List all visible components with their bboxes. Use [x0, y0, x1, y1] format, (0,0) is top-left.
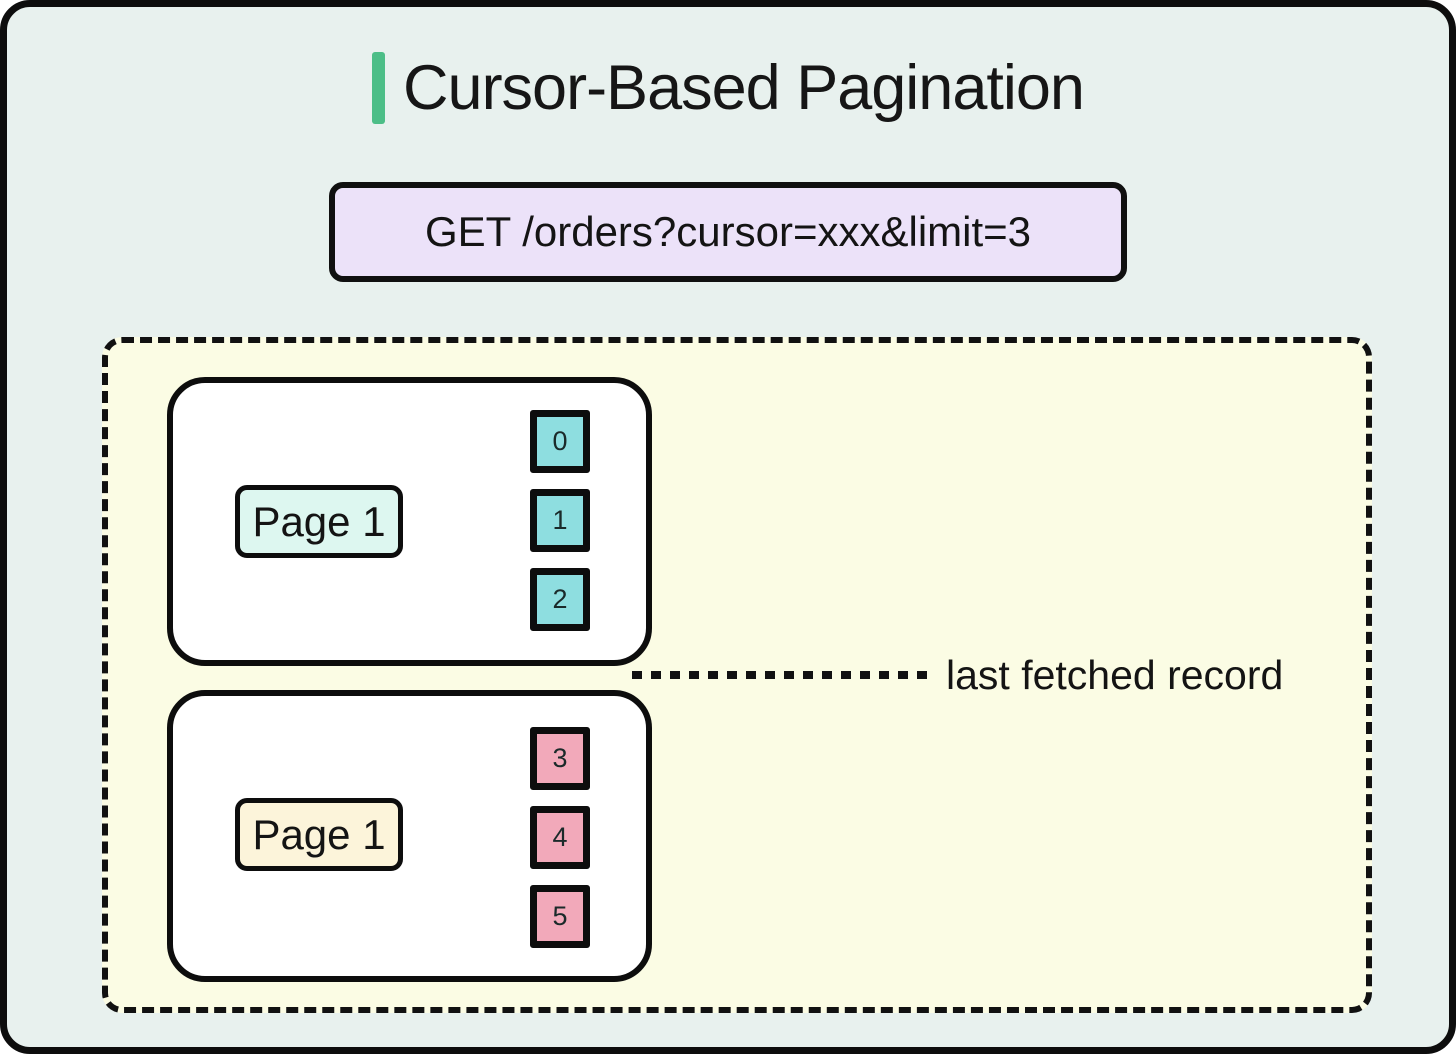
- page-2-label: Page 1: [235, 798, 403, 871]
- page-title: Cursor-Based Pagination: [403, 53, 1085, 123]
- page-1-label: Page 1: [235, 485, 403, 558]
- title-row: Cursor-Based Pagination: [7, 49, 1449, 127]
- request-label: GET /orders?cursor=xxx&limit=3: [424, 208, 1032, 255]
- record-cell: 5: [530, 885, 590, 948]
- record-cell: 4: [530, 806, 590, 869]
- title-accent-bar: [372, 52, 386, 124]
- last-fetched-connector-line: [632, 671, 928, 679]
- request-box: GET /orders?cursor=xxx&limit=3: [329, 182, 1127, 282]
- result-set-area: Page 1 0 1 2 last fetched record Page 1 …: [102, 337, 1372, 1013]
- record-cell: 1: [530, 489, 590, 552]
- page-card-2: Page 1 3 4 5: [167, 690, 652, 982]
- page-1-records: 0 1 2: [530, 410, 590, 631]
- last-fetched-annotation: last fetched record: [946, 651, 1284, 698]
- page-card-1: Page 1 0 1 2: [167, 377, 652, 666]
- page-2-records: 3 4 5: [530, 727, 590, 948]
- record-cell: 3: [530, 727, 590, 790]
- record-cell: 2: [530, 568, 590, 631]
- record-cell: 0: [530, 410, 590, 473]
